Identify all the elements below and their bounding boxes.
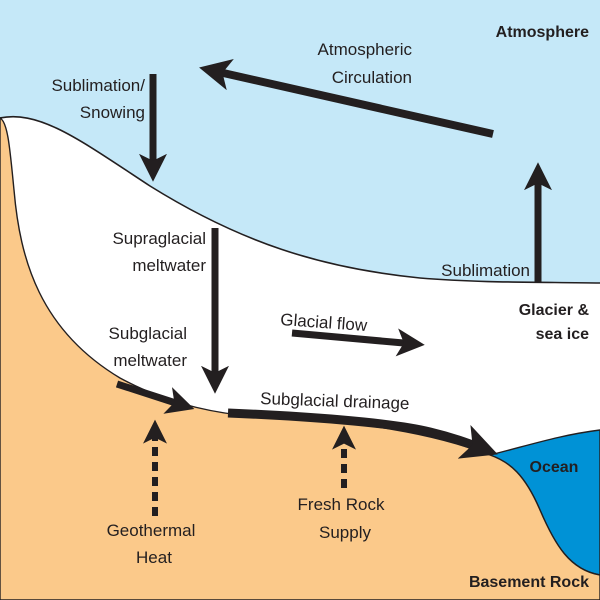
subglacial-meltwater-arrow: [115, 380, 195, 414]
fresh-rock-supply-label-line2: Supply: [319, 523, 371, 542]
sublimation-label: Sublimation: [441, 261, 530, 280]
glacial-flow-arrow: [291, 328, 425, 357]
ocean-label: Ocean: [530, 459, 579, 476]
basement-rock-label: Basement Rock: [469, 574, 589, 591]
subglacial-meltwater-label-line1: Subglacial: [109, 324, 187, 343]
glacier-surface-line: [0, 116, 600, 284]
atmosphere-label: Atmosphere: [496, 24, 589, 41]
sublimation-snowing-label-line2: Snowing: [80, 103, 145, 122]
supraglacial-meltwater-label-line1: Supraglacial: [112, 229, 206, 248]
subglacial-meltwater-label-line2: meltwater: [113, 351, 187, 370]
atmospheric-circulation-label-line1: Atmospheric: [318, 40, 413, 59]
supraglacial-meltwater-label-line2: meltwater: [132, 256, 206, 275]
subglacial-drainage-arrow: [227, 408, 498, 459]
geothermal-heat-label-line2: Heat: [136, 548, 172, 567]
fresh-rock-supply-label-line1: Fresh Rock: [298, 495, 385, 514]
glacier-label-line1: Glacier &: [519, 302, 590, 319]
atmospheric-circulation-label-line2: Circulation: [332, 68, 412, 87]
geothermal-heat-label-line1: Geothermal: [107, 521, 196, 540]
atmospheric-circulation-arrow: [199, 58, 494, 138]
sublimation-snowing-label-line1: Sublimation/: [51, 76, 145, 95]
glacier-label-line2: sea ice: [536, 326, 589, 343]
